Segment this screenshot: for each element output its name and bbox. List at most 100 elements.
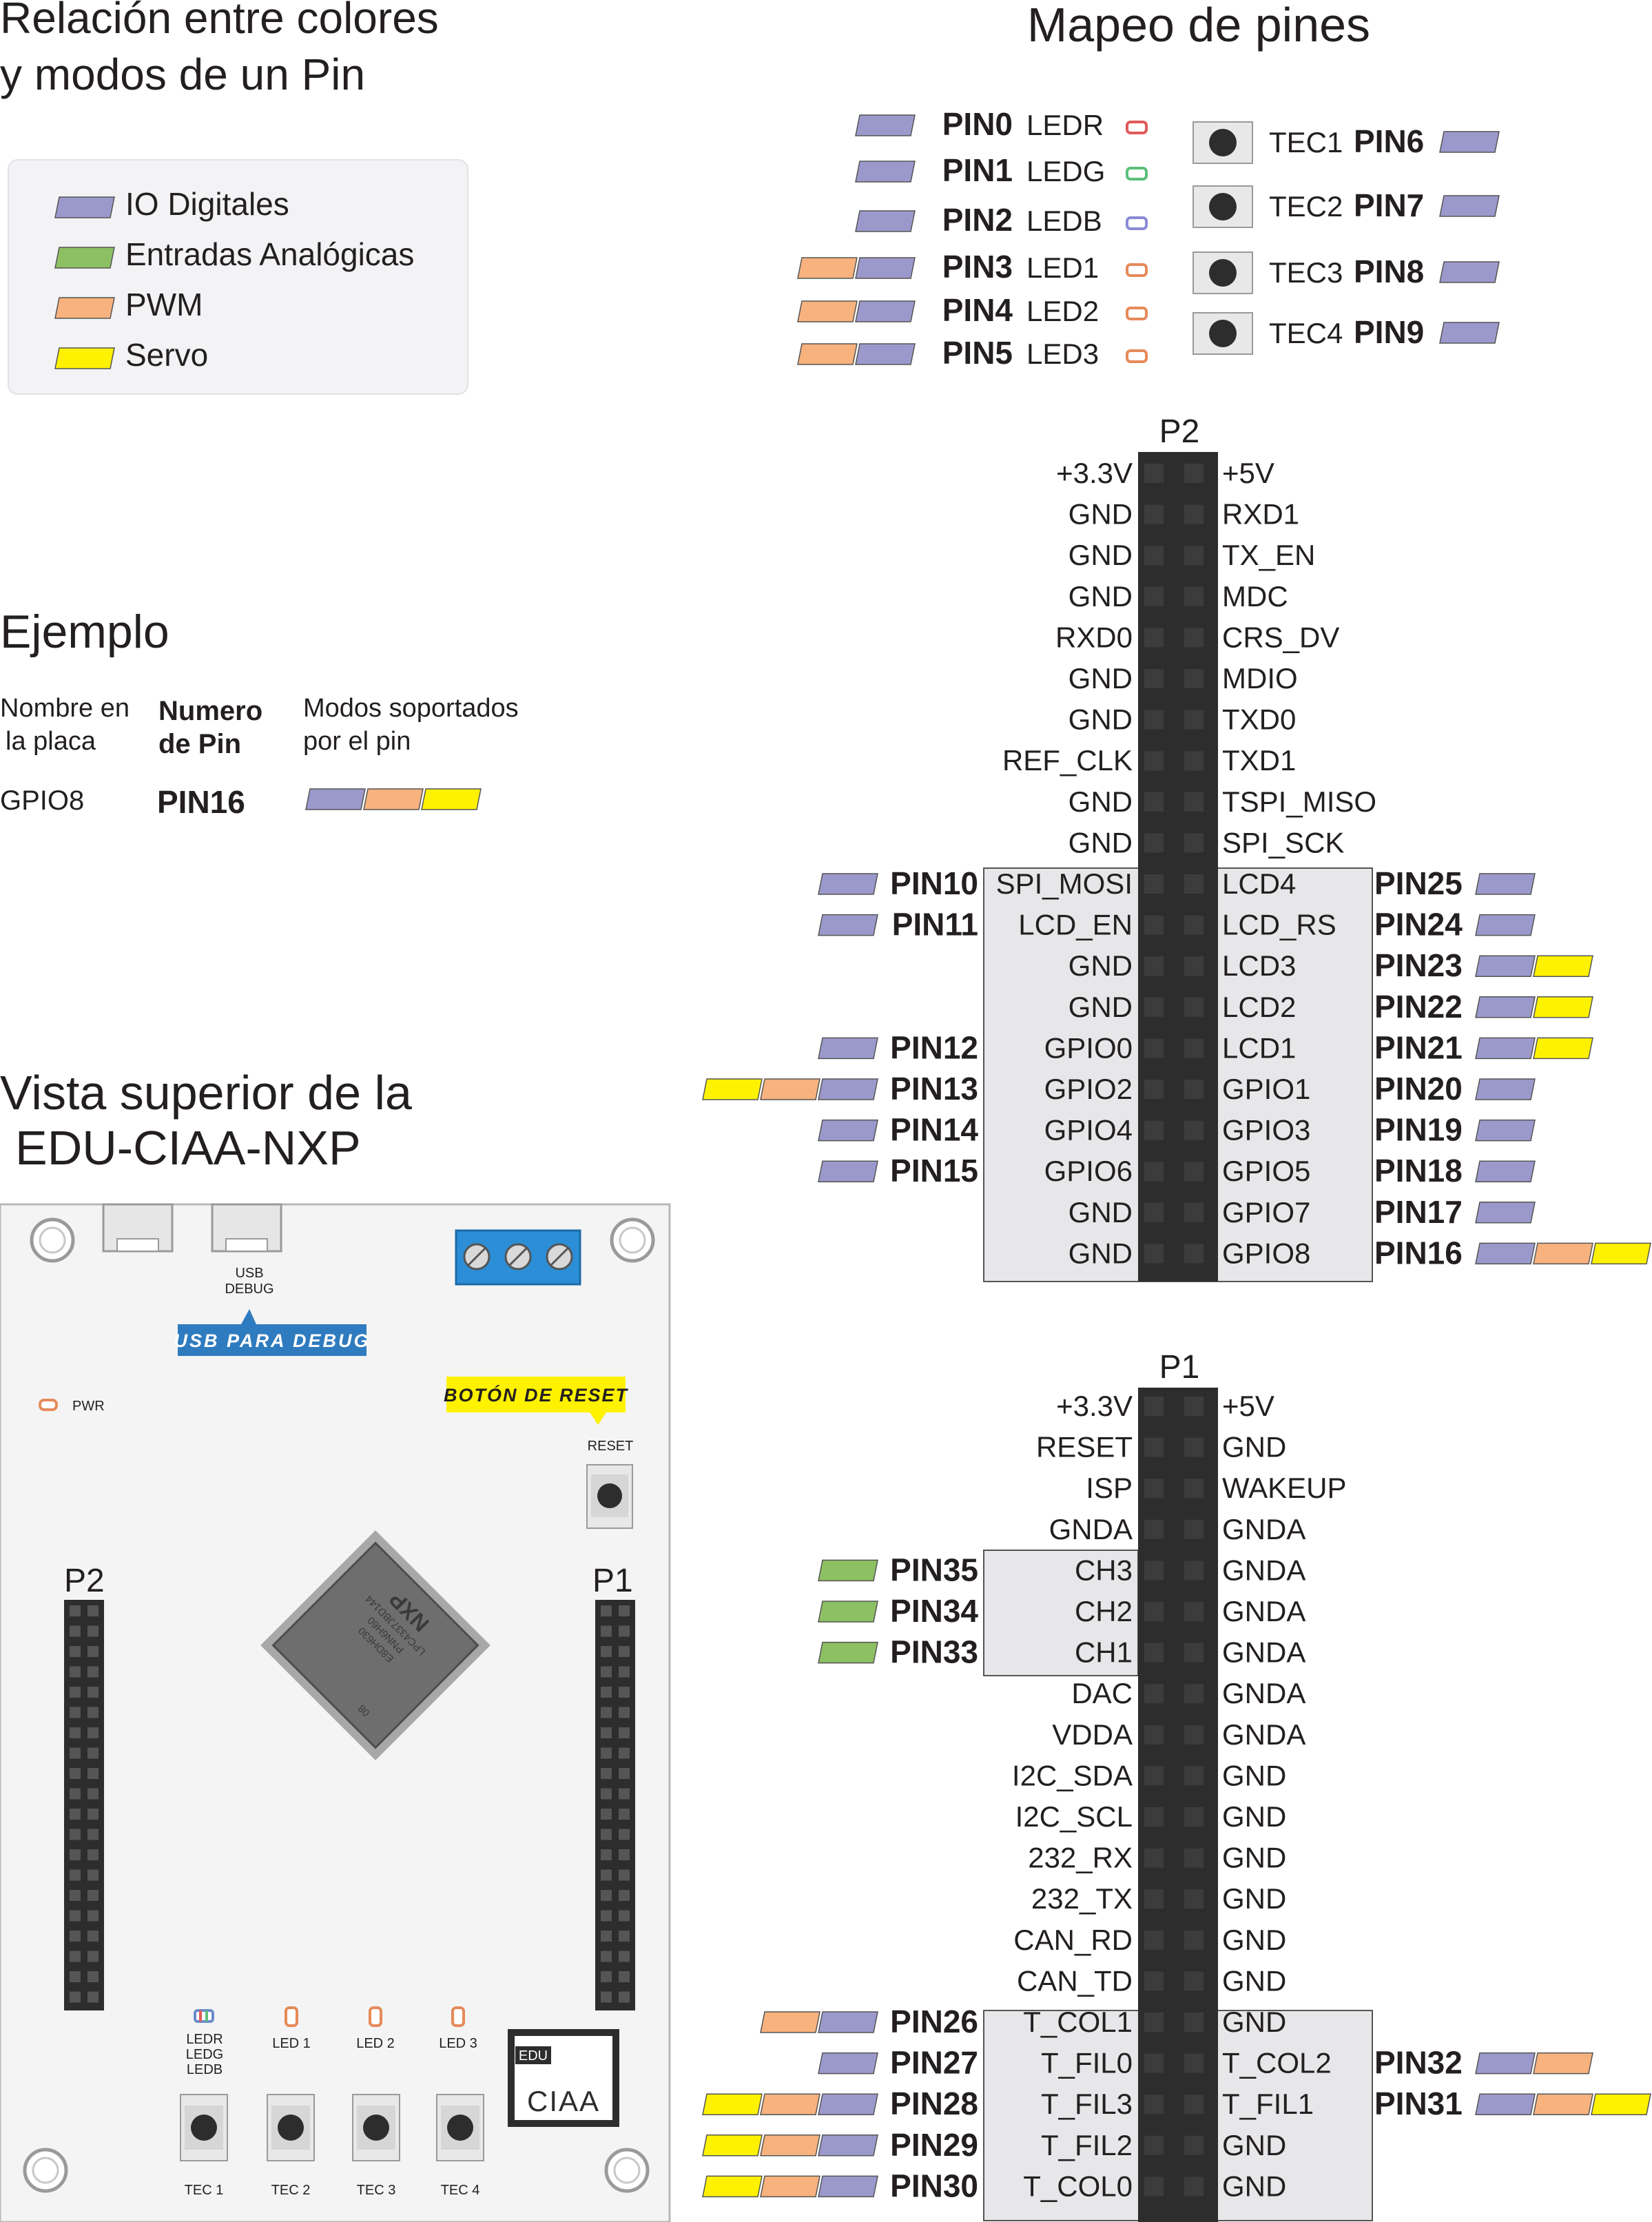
map-led-5-mode-pwm bbox=[797, 343, 858, 365]
logo-tag: EDU bbox=[519, 2048, 548, 2064]
rgb-led-label-r: LEDR bbox=[186, 2032, 223, 2047]
map-button-label-3: TEC4 bbox=[1269, 317, 1343, 349]
p1-pin-right: PIN31 bbox=[1374, 2086, 1463, 2121]
board-header-pin bbox=[70, 1788, 81, 1800]
board-button-tec3[interactable] bbox=[352, 2094, 400, 2161]
p2-right-16-mode-io bbox=[1475, 1119, 1536, 1142]
p2-label-left: GND bbox=[1068, 991, 1133, 1023]
board-button-tec4[interactable] bbox=[436, 2094, 484, 2161]
p1-label-right: GNDA bbox=[1222, 1718, 1305, 1751]
p2-pin-square bbox=[1184, 915, 1204, 935]
board-header-pin bbox=[70, 1605, 81, 1616]
p2-pin-square bbox=[1184, 628, 1204, 648]
board-p1-label: P1 bbox=[592, 1563, 633, 1599]
board-button-tec1[interactable] bbox=[180, 2094, 228, 2161]
board-header-pin bbox=[601, 1788, 612, 1800]
board-header-pin bbox=[601, 1768, 612, 1779]
p2-pin-square bbox=[1184, 669, 1204, 688]
p1-label-left: T_COL0 bbox=[1023, 2170, 1133, 2202]
map-button-1-mode-io bbox=[1439, 195, 1500, 217]
legend-label-pwm: PWM bbox=[125, 287, 203, 322]
p2-label-left: SPI_MOSI bbox=[996, 867, 1133, 900]
p2-right-19-mode-pwm bbox=[1533, 1242, 1593, 1265]
map-led-pin-0: PIN0 bbox=[942, 106, 1013, 142]
legend-label-io: IO Digitales bbox=[125, 186, 289, 222]
board-header-pin bbox=[87, 1890, 99, 1901]
legend-swatch-pwm bbox=[54, 297, 115, 319]
board-header-pin bbox=[70, 1869, 81, 1881]
terminal-block bbox=[455, 1229, 581, 1286]
reset-button[interactable] bbox=[586, 1464, 633, 1529]
p2-pin-square bbox=[1144, 1080, 1164, 1099]
map-button-icon-2 bbox=[1192, 251, 1253, 294]
reset-callout: BOTÓN DE RESET bbox=[444, 1377, 628, 1425]
p1-left-17-mode-io bbox=[818, 2093, 878, 2115]
p2-left-15-mode-io bbox=[818, 1078, 878, 1100]
board-header-pin bbox=[87, 1687, 99, 1698]
p1-pin-square bbox=[1184, 1437, 1204, 1457]
p1-label-right: GND bbox=[1222, 2006, 1286, 2038]
p2-pin-left: PIN15 bbox=[890, 1153, 978, 1189]
board-header-pin bbox=[601, 1707, 612, 1718]
board-header-pin bbox=[87, 1707, 99, 1718]
map-button-pin-1: PIN7 bbox=[1354, 187, 1424, 223]
board-header-pin bbox=[601, 1971, 612, 1982]
board-header-pin bbox=[619, 1890, 630, 1901]
legend-box bbox=[8, 159, 468, 395]
p1-label-left: DAC bbox=[1071, 1677, 1133, 1709]
p2-pin-right: PIN18 bbox=[1374, 1153, 1463, 1189]
board-header-pin bbox=[70, 1666, 81, 1678]
board-header-pin bbox=[70, 1768, 81, 1779]
p1-left-5-mode-analog bbox=[818, 1601, 878, 1623]
board-header-pin bbox=[87, 1788, 99, 1800]
board-header-pin bbox=[87, 1829, 99, 1840]
p2-left-15-mode-pwm bbox=[760, 1078, 820, 1100]
example-mode-bars bbox=[305, 788, 482, 810]
board-header-p1 bbox=[595, 1600, 635, 2010]
example-col1-line1: Nombre en bbox=[0, 694, 130, 723]
board-button-tec2[interactable] bbox=[267, 2094, 315, 2161]
p1-label-left: CH2 bbox=[1075, 1595, 1133, 1627]
p1-label-right: GND bbox=[1222, 1800, 1286, 1833]
p2-right-18-mode-io bbox=[1475, 1202, 1536, 1224]
p1-pin-square bbox=[1184, 1519, 1204, 1539]
board-header-body bbox=[64, 1600, 104, 2010]
map-button-pin-0: PIN6 bbox=[1354, 123, 1424, 159]
p2-pin-right: PIN20 bbox=[1374, 1071, 1463, 1107]
p1-pin-left: PIN27 bbox=[890, 2045, 978, 2081]
p2-pin-right: PIN22 bbox=[1374, 989, 1463, 1025]
logo-text: CIAA bbox=[527, 2085, 600, 2117]
p2-pin-square bbox=[1144, 751, 1164, 771]
map-led-label-5: LED3 bbox=[1026, 338, 1099, 370]
p2-pin-square bbox=[1144, 504, 1164, 524]
p2-pin-square bbox=[1144, 997, 1164, 1017]
map-button-label-2: TEC3 bbox=[1269, 256, 1343, 289]
p1-pin-square bbox=[1144, 1930, 1164, 1950]
legend-label-servo: Servo bbox=[125, 337, 208, 373]
p1-left-18-mode-servo bbox=[702, 2134, 763, 2157]
p1-label-left: I2C_SDA bbox=[1012, 1759, 1133, 1791]
p1-pin-square bbox=[1184, 2013, 1204, 2032]
board-header-pin bbox=[87, 1910, 99, 1922]
p1-label-right: T_COL2 bbox=[1222, 2047, 1332, 2079]
p1-pin-square bbox=[1144, 1437, 1164, 1457]
p1-left-18-mode-io bbox=[818, 2134, 878, 2157]
example-col1-line2: la placa bbox=[6, 727, 96, 756]
map-led-icon-1 bbox=[1126, 167, 1148, 181]
map-led-icon-0 bbox=[1126, 121, 1148, 134]
p1-pin-square bbox=[1144, 1766, 1164, 1786]
p2-pin-square bbox=[1184, 710, 1204, 730]
p1-label-right: T_FIL1 bbox=[1222, 2088, 1314, 2120]
example-board-name: GPIO8 bbox=[0, 785, 84, 816]
board-header-pin bbox=[70, 1931, 81, 1942]
p2-label-left: GPIO2 bbox=[1044, 1073, 1133, 1105]
p2-pin-left: PIN11 bbox=[892, 907, 978, 943]
p1-pin-square bbox=[1144, 1519, 1164, 1539]
board-top-view: Vista superior de la EDU-CIAA-NXP USB DE… bbox=[0, 1066, 671, 2222]
p2-left-15-mode-servo bbox=[702, 1078, 763, 1100]
map-led-1-mode-io bbox=[855, 161, 916, 183]
p1-pin-square bbox=[1184, 2095, 1204, 2115]
board-header-pin bbox=[619, 1788, 630, 1800]
